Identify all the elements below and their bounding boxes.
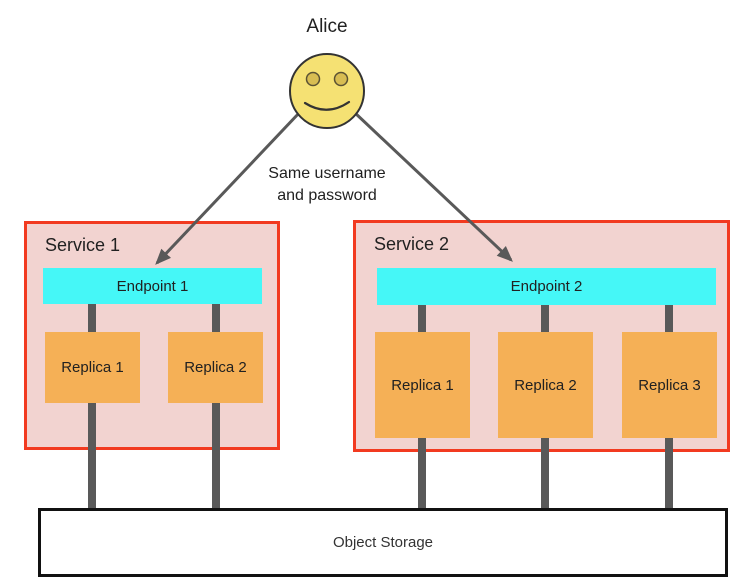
service-1-replica-1: Replica 1 [45, 332, 140, 403]
connector-s1-replica-1-storage [88, 403, 96, 510]
service-2-endpoint: Endpoint 2 [377, 268, 716, 305]
connector-s2-endpoint-replica-3 [665, 305, 673, 332]
connector-s2-endpoint-replica-2 [541, 305, 549, 332]
connector-s2-endpoint-replica-1 [418, 305, 426, 332]
annotation-line-1: Same username [268, 165, 386, 182]
object-storage-label: Object Storage [332, 534, 434, 551]
service-2-replica-3: Replica 3 [622, 332, 717, 438]
smiley-face-icon [289, 53, 365, 129]
annotation-line-2: and password [277, 187, 377, 204]
service-2-replica-1: Replica 1 [375, 332, 470, 438]
service-1-box: Service 1 Endpoint 1 Replica 1 Replica 2 [24, 221, 280, 450]
service-1-label: Service 1 [45, 235, 121, 255]
service-1-endpoint: Endpoint 1 [43, 268, 262, 304]
actor-label: Alice [306, 16, 348, 37]
service-1-replica-2: Replica 2 [168, 332, 263, 403]
connector-s1-endpoint-replica-1 [88, 304, 96, 332]
connector-s1-replica-2-storage [212, 403, 220, 510]
service-2-replica-2: Replica 2 [498, 332, 593, 438]
service-2-label: Service 2 [374, 234, 450, 254]
connector-s2-replica-2-storage [541, 438, 549, 510]
service-2-box: Service 2 Endpoint 2 Replica 1 Replica 2… [353, 220, 730, 452]
connector-s1-endpoint-replica-2 [212, 304, 220, 332]
object-storage-box: Object Storage [38, 508, 728, 577]
arrow-annotation: Same username and password [237, 163, 417, 207]
connector-s2-replica-1-storage [418, 438, 426, 510]
connector-s2-replica-3-storage [665, 438, 673, 510]
